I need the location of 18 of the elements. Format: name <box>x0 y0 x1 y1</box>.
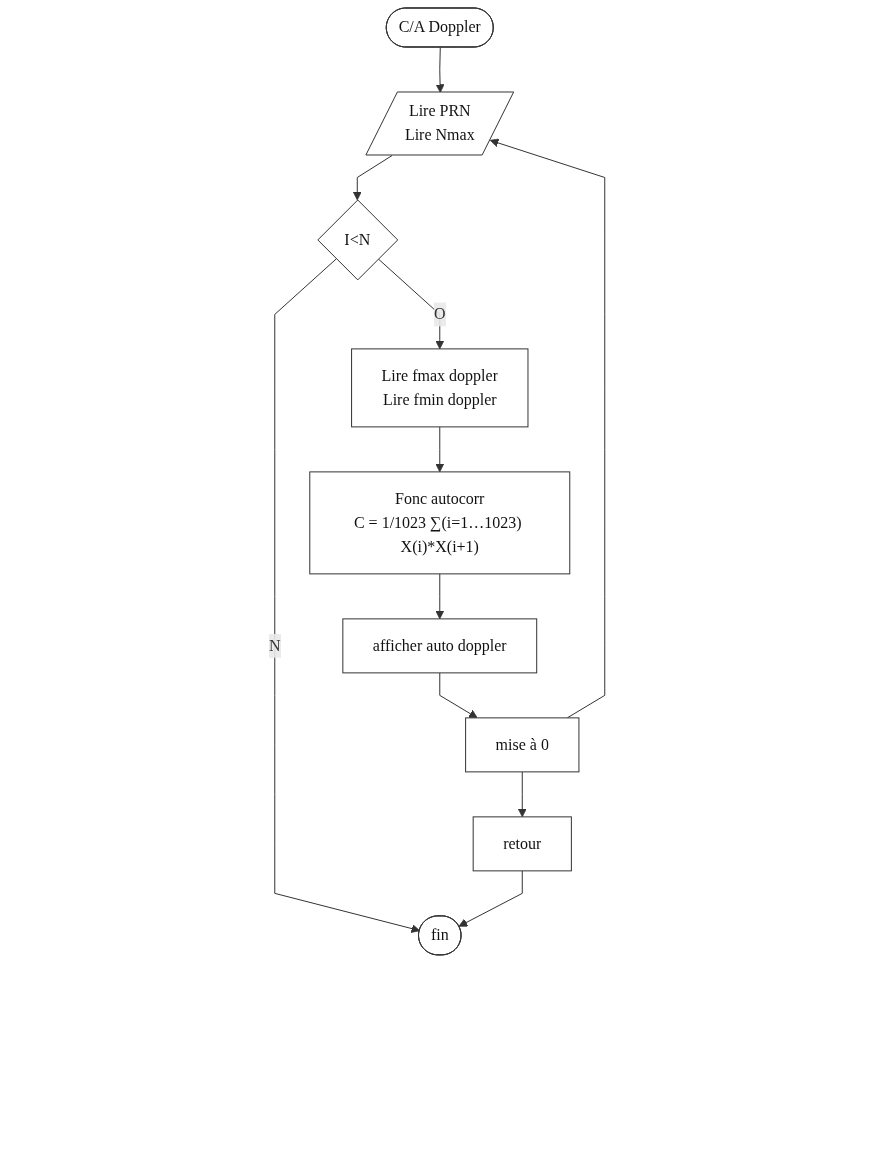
arrow <box>458 870 523 927</box>
arrow <box>377 258 444 350</box>
node-box: Fonc autocorr C = 1/1023 ∑(i=1…1023) X(i)*X(i+1) <box>308 471 570 575</box>
arrow <box>435 426 444 473</box>
arrow <box>352 155 393 201</box>
edge-label: O <box>433 305 446 323</box>
arrow <box>438 672 478 719</box>
arrow <box>435 47 445 93</box>
arrow <box>489 138 605 719</box>
arrow <box>435 573 444 620</box>
node-diamond: I<N <box>316 199 398 281</box>
node-box: mise à 0 <box>464 717 580 773</box>
node-box: Lire fmax doppler Lire fmin doppler <box>350 348 529 428</box>
edge-label: N <box>268 636 281 654</box>
node-box: afficher auto doppler <box>341 618 537 674</box>
arrow <box>273 258 420 933</box>
arrow <box>517 771 527 818</box>
node-box: retour <box>472 816 572 872</box>
